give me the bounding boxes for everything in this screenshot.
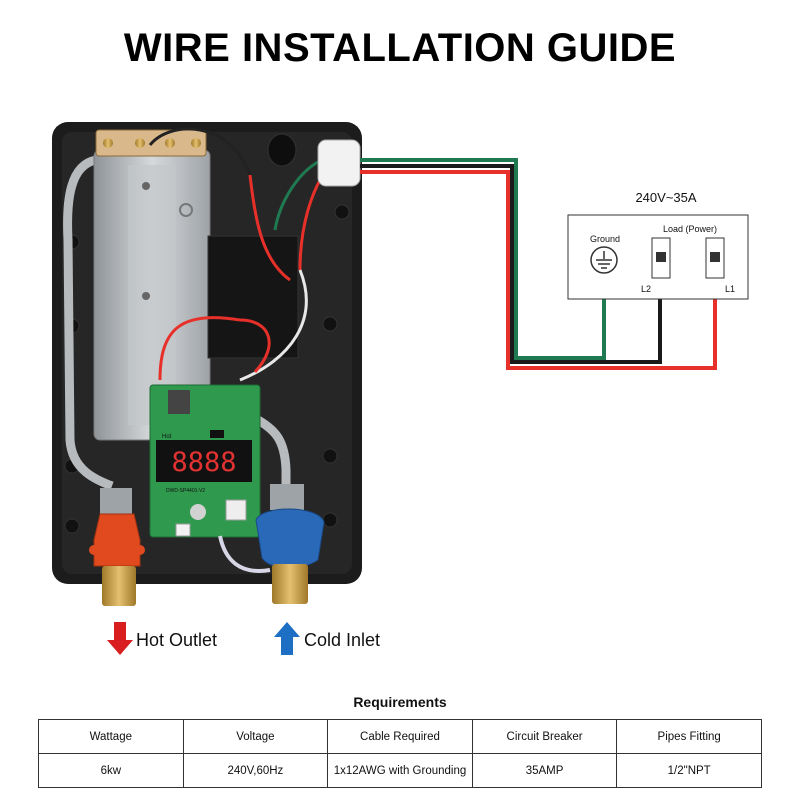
water-heater-unit: 8888 Hot DWD-SP4401-V2 <box>52 122 362 606</box>
breaker-panel: 240V~35A Ground Load (Power) L2 L1 <box>567 190 749 300</box>
header-cell-breaker: Circuit Breaker <box>471 719 618 754</box>
pcb-hot-tag: Hot <box>162 434 172 440</box>
hot-outlet-thread <box>102 566 136 606</box>
cable-gland <box>317 139 361 187</box>
cold-inlet-label: Cold Inlet <box>304 630 380 650</box>
cold-fitting-nut <box>270 484 304 510</box>
cold-inlet-thread <box>272 564 308 604</box>
tank-plate <box>128 165 176 425</box>
up-arrow-icon <box>274 622 300 655</box>
led-digits: 8888 <box>171 447 236 478</box>
l2-wire <box>360 164 662 364</box>
page-title: WIRE INSTALLATION GUIDE <box>123 26 677 70</box>
tank-rivet <box>142 292 150 300</box>
terminal-screw <box>165 138 175 148</box>
screw-boss <box>322 512 338 528</box>
value-cell-wattage: 6kw <box>38 753 184 788</box>
power-rating: 240V~35A <box>635 190 696 205</box>
screw-boss <box>322 448 338 464</box>
harness-wire <box>218 535 271 573</box>
hot-fitting-nut <box>100 488 132 514</box>
pcb-knob <box>190 504 206 520</box>
terminal-screw <box>135 138 145 148</box>
cold-flow-sensor <box>255 508 325 569</box>
hot-valve-wing <box>89 545 99 555</box>
internal-wire-black <box>148 127 252 176</box>
load-label: Load (Power) <box>663 224 717 234</box>
pcb-component <box>168 390 190 414</box>
cold-inlet-indicator: Cold Inlet <box>274 622 380 655</box>
hot-outlet-label: Hot Outlet <box>136 630 217 650</box>
l1-label: L1 <box>725 284 735 294</box>
cable-gland-ring <box>267 133 297 167</box>
requirements-table: Wattage Voltage Cable Required Circuit B… <box>38 719 762 788</box>
screw-boss <box>334 204 350 220</box>
hot-outlet-valve <box>93 513 141 567</box>
screw-boss <box>64 518 80 534</box>
header-cell-voltage: Voltage <box>182 719 329 754</box>
pcb-silk-text: DWD-SP4401-V2 <box>166 488 205 494</box>
hot-outlet-indicator: Hot Outlet <box>107 622 217 655</box>
pcb-indicator <box>210 430 224 438</box>
terminal-screw <box>191 138 201 148</box>
table-row: 6kw 240V,60Hz 1x12AWG with Grounding 35A… <box>38 753 762 788</box>
internal-wire-red <box>248 174 291 282</box>
l1-wire <box>360 170 717 370</box>
breaker-l2-switch <box>656 252 666 262</box>
screw-boss <box>322 316 338 332</box>
header-cell-cable: Cable Required <box>327 719 473 754</box>
power-cable <box>360 158 717 370</box>
l2-label: L2 <box>641 284 651 294</box>
internal-wire-red <box>158 316 241 381</box>
down-arrow-icon <box>107 622 133 655</box>
internal-wire-red <box>239 318 271 374</box>
cold-side-pipe <box>255 416 291 486</box>
ground-symbol-icon <box>179 203 193 217</box>
header-cell-pipes: Pipes Fitting <box>616 719 762 754</box>
value-cell-cable: 1x12AWG with Grounding <box>327 753 473 788</box>
value-cell-pipes: 1/2"NPT <box>616 753 762 788</box>
value-cell-voltage: 240V,60Hz <box>182 753 329 788</box>
terminal-screw <box>103 138 113 148</box>
header-cell-wattage: Wattage <box>38 719 184 754</box>
value-cell-breaker: 35AMP <box>471 753 618 788</box>
ground-wire <box>360 158 606 360</box>
led-display <box>156 440 252 482</box>
breaker-l1-switch <box>710 252 720 262</box>
table-header-row: Wattage Voltage Cable Required Circuit B… <box>38 719 762 754</box>
internal-wire-green <box>273 158 323 231</box>
tank-rivet <box>142 182 150 190</box>
hot-valve-wing <box>135 545 145 555</box>
requirements-title: Requirements <box>353 694 447 710</box>
hot-side-pipe <box>63 155 114 491</box>
pcb-connector <box>175 523 191 537</box>
pcb-connector <box>225 499 247 521</box>
relay-module <box>207 235 299 359</box>
ground-label: Ground <box>590 234 620 244</box>
